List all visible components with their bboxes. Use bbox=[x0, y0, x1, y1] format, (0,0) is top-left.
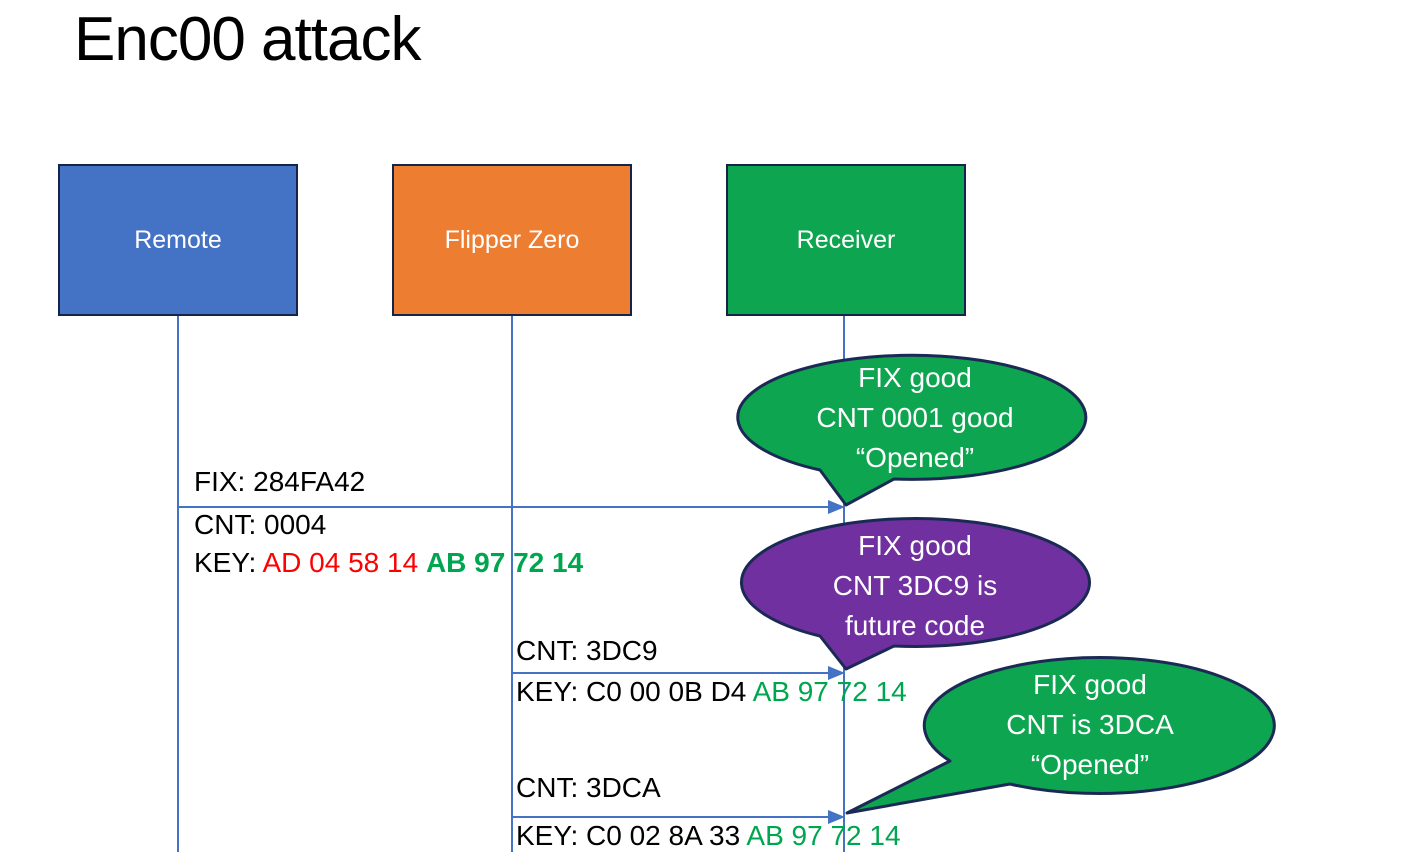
callout-line: future code bbox=[844, 610, 986, 641]
callout-line: “Opened” bbox=[1030, 749, 1150, 780]
lifeline-remote bbox=[177, 316, 179, 852]
key-prefix: KEY: bbox=[194, 547, 263, 578]
key-prefix: KEY: C0 02 8A 33 bbox=[516, 820, 747, 851]
actor-label-receiver: Receiver bbox=[796, 225, 896, 254]
key-green-bytes: AB 97 72 14 bbox=[425, 547, 584, 578]
callout-line: FIX good bbox=[858, 362, 972, 393]
callout-1-text: FIX good CNT 0001 good “Opened” bbox=[755, 358, 1075, 478]
key-green-bytes: AB 97 72 14 bbox=[752, 676, 907, 707]
key-green-bytes: AB 97 72 14 bbox=[746, 820, 901, 851]
message-3-key-label: KEY: C0 02 8A 33 AB 97 72 14 bbox=[516, 820, 901, 852]
message-2-key-label: KEY: C0 00 0B D4 AB 97 72 14 bbox=[516, 676, 907, 708]
message-1-fix-label: FIX: 284FA42 bbox=[194, 466, 366, 497]
arrowhead-icon-1 bbox=[828, 500, 845, 514]
callout-line: CNT 3DC9 is bbox=[832, 570, 998, 601]
message-arrow-3 bbox=[512, 816, 830, 818]
key-red-bytes: AD 04 58 14 bbox=[262, 547, 426, 578]
message-arrow-1 bbox=[178, 506, 830, 508]
message-1-cnt-label: CNT: 0004 bbox=[194, 509, 327, 540]
callout-line: FIX good bbox=[858, 530, 972, 561]
message-3-cnt-label: CNT: 3DCA bbox=[516, 772, 661, 803]
actor-box-flipper-zero: Flipper Zero bbox=[392, 164, 632, 316]
actor-label-flipper-zero: Flipper Zero bbox=[444, 225, 580, 254]
callout-3-text: FIX good CNT is 3DCA “Opened” bbox=[930, 665, 1250, 785]
actor-box-remote: Remote bbox=[58, 164, 298, 316]
callout-line: CNT is 3DCA bbox=[1006, 709, 1174, 740]
message-1-key-label: KEY: AD 04 58 14 AB 97 72 14 bbox=[194, 547, 583, 579]
actor-label-remote: Remote bbox=[134, 225, 222, 254]
key-prefix: KEY: C0 00 0B D4 bbox=[516, 676, 753, 707]
callout-line: FIX good bbox=[1033, 669, 1147, 700]
callout-line: “Opened” bbox=[855, 442, 975, 473]
callout-line: CNT 0001 good bbox=[816, 402, 1014, 433]
message-arrow-2 bbox=[512, 672, 830, 674]
message-2-cnt-label: CNT: 3DC9 bbox=[516, 635, 658, 666]
slide-title: Enc00 attack bbox=[74, 5, 421, 74]
arrowhead-icon-3 bbox=[828, 810, 845, 824]
lifeline-flipper-zero bbox=[511, 316, 513, 852]
callout-2-text: FIX good CNT 3DC9 is future code bbox=[755, 526, 1075, 646]
actor-box-receiver: Receiver bbox=[726, 164, 966, 316]
